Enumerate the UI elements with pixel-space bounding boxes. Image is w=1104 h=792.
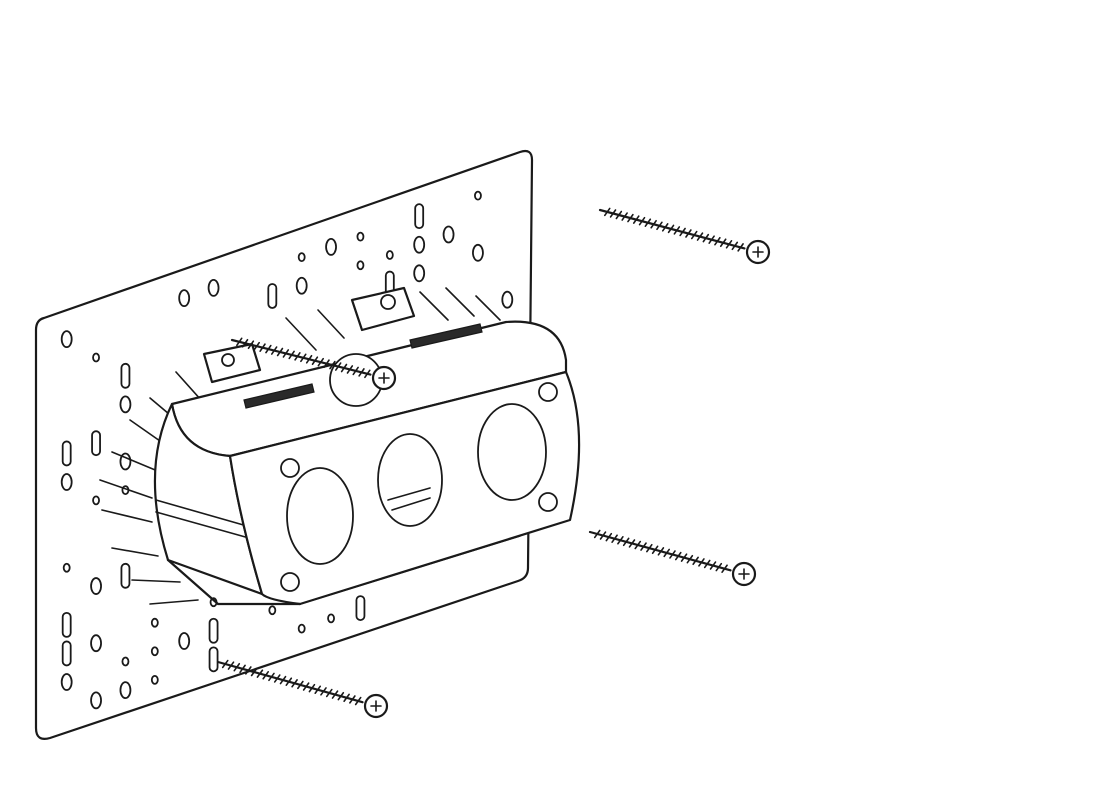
plate-hole <box>268 605 277 616</box>
plate-hole <box>150 617 159 628</box>
plate-hole <box>267 283 278 309</box>
plate-perforations <box>60 190 514 710</box>
plate-hole <box>61 440 72 467</box>
screw <box>216 659 389 719</box>
plate-hole <box>92 352 100 363</box>
plate-hole <box>501 290 514 309</box>
plate-hole <box>385 250 394 260</box>
screw <box>588 529 757 587</box>
plate-hole <box>413 264 426 283</box>
plate-hole <box>208 617 219 644</box>
plate-hole <box>355 595 366 621</box>
plate-hole <box>178 632 191 650</box>
plate-hole <box>356 260 365 271</box>
plate-hole <box>120 562 131 589</box>
electrical-box <box>153 286 581 606</box>
plate-hole <box>60 673 73 691</box>
plate-hole <box>61 640 72 667</box>
plate-hole <box>90 577 102 595</box>
screw <box>598 207 771 265</box>
screw <box>230 337 397 391</box>
plate-hole <box>60 330 73 349</box>
plate-hole <box>119 395 132 414</box>
plate-hole <box>150 646 159 657</box>
plate-hole <box>414 203 425 230</box>
plate-hole <box>442 225 455 244</box>
plate-hole <box>92 495 100 506</box>
plate-hole <box>60 473 73 491</box>
plate-hole <box>413 235 426 254</box>
plate-hole <box>325 238 337 256</box>
plate-hole <box>91 430 101 457</box>
plate-hole <box>207 279 220 297</box>
plate-hole <box>119 681 132 699</box>
plate-hole <box>150 674 159 685</box>
plate-hole <box>474 190 482 201</box>
plate-hole <box>327 613 335 624</box>
plate-hole <box>120 362 131 389</box>
plate-hole <box>356 231 365 242</box>
plate-hole <box>297 252 306 263</box>
plate-hole <box>90 634 102 653</box>
screws <box>216 207 771 719</box>
plate-hole <box>119 452 132 471</box>
plate-hole <box>208 646 219 673</box>
plate-hole <box>90 691 102 710</box>
plate-hole <box>297 623 306 634</box>
plate-hole <box>295 276 308 295</box>
plate-hole <box>178 289 191 308</box>
plate-hole <box>61 611 72 638</box>
plate-hole <box>62 562 71 573</box>
plate-hole <box>472 243 484 262</box>
plate-hole <box>121 656 130 667</box>
